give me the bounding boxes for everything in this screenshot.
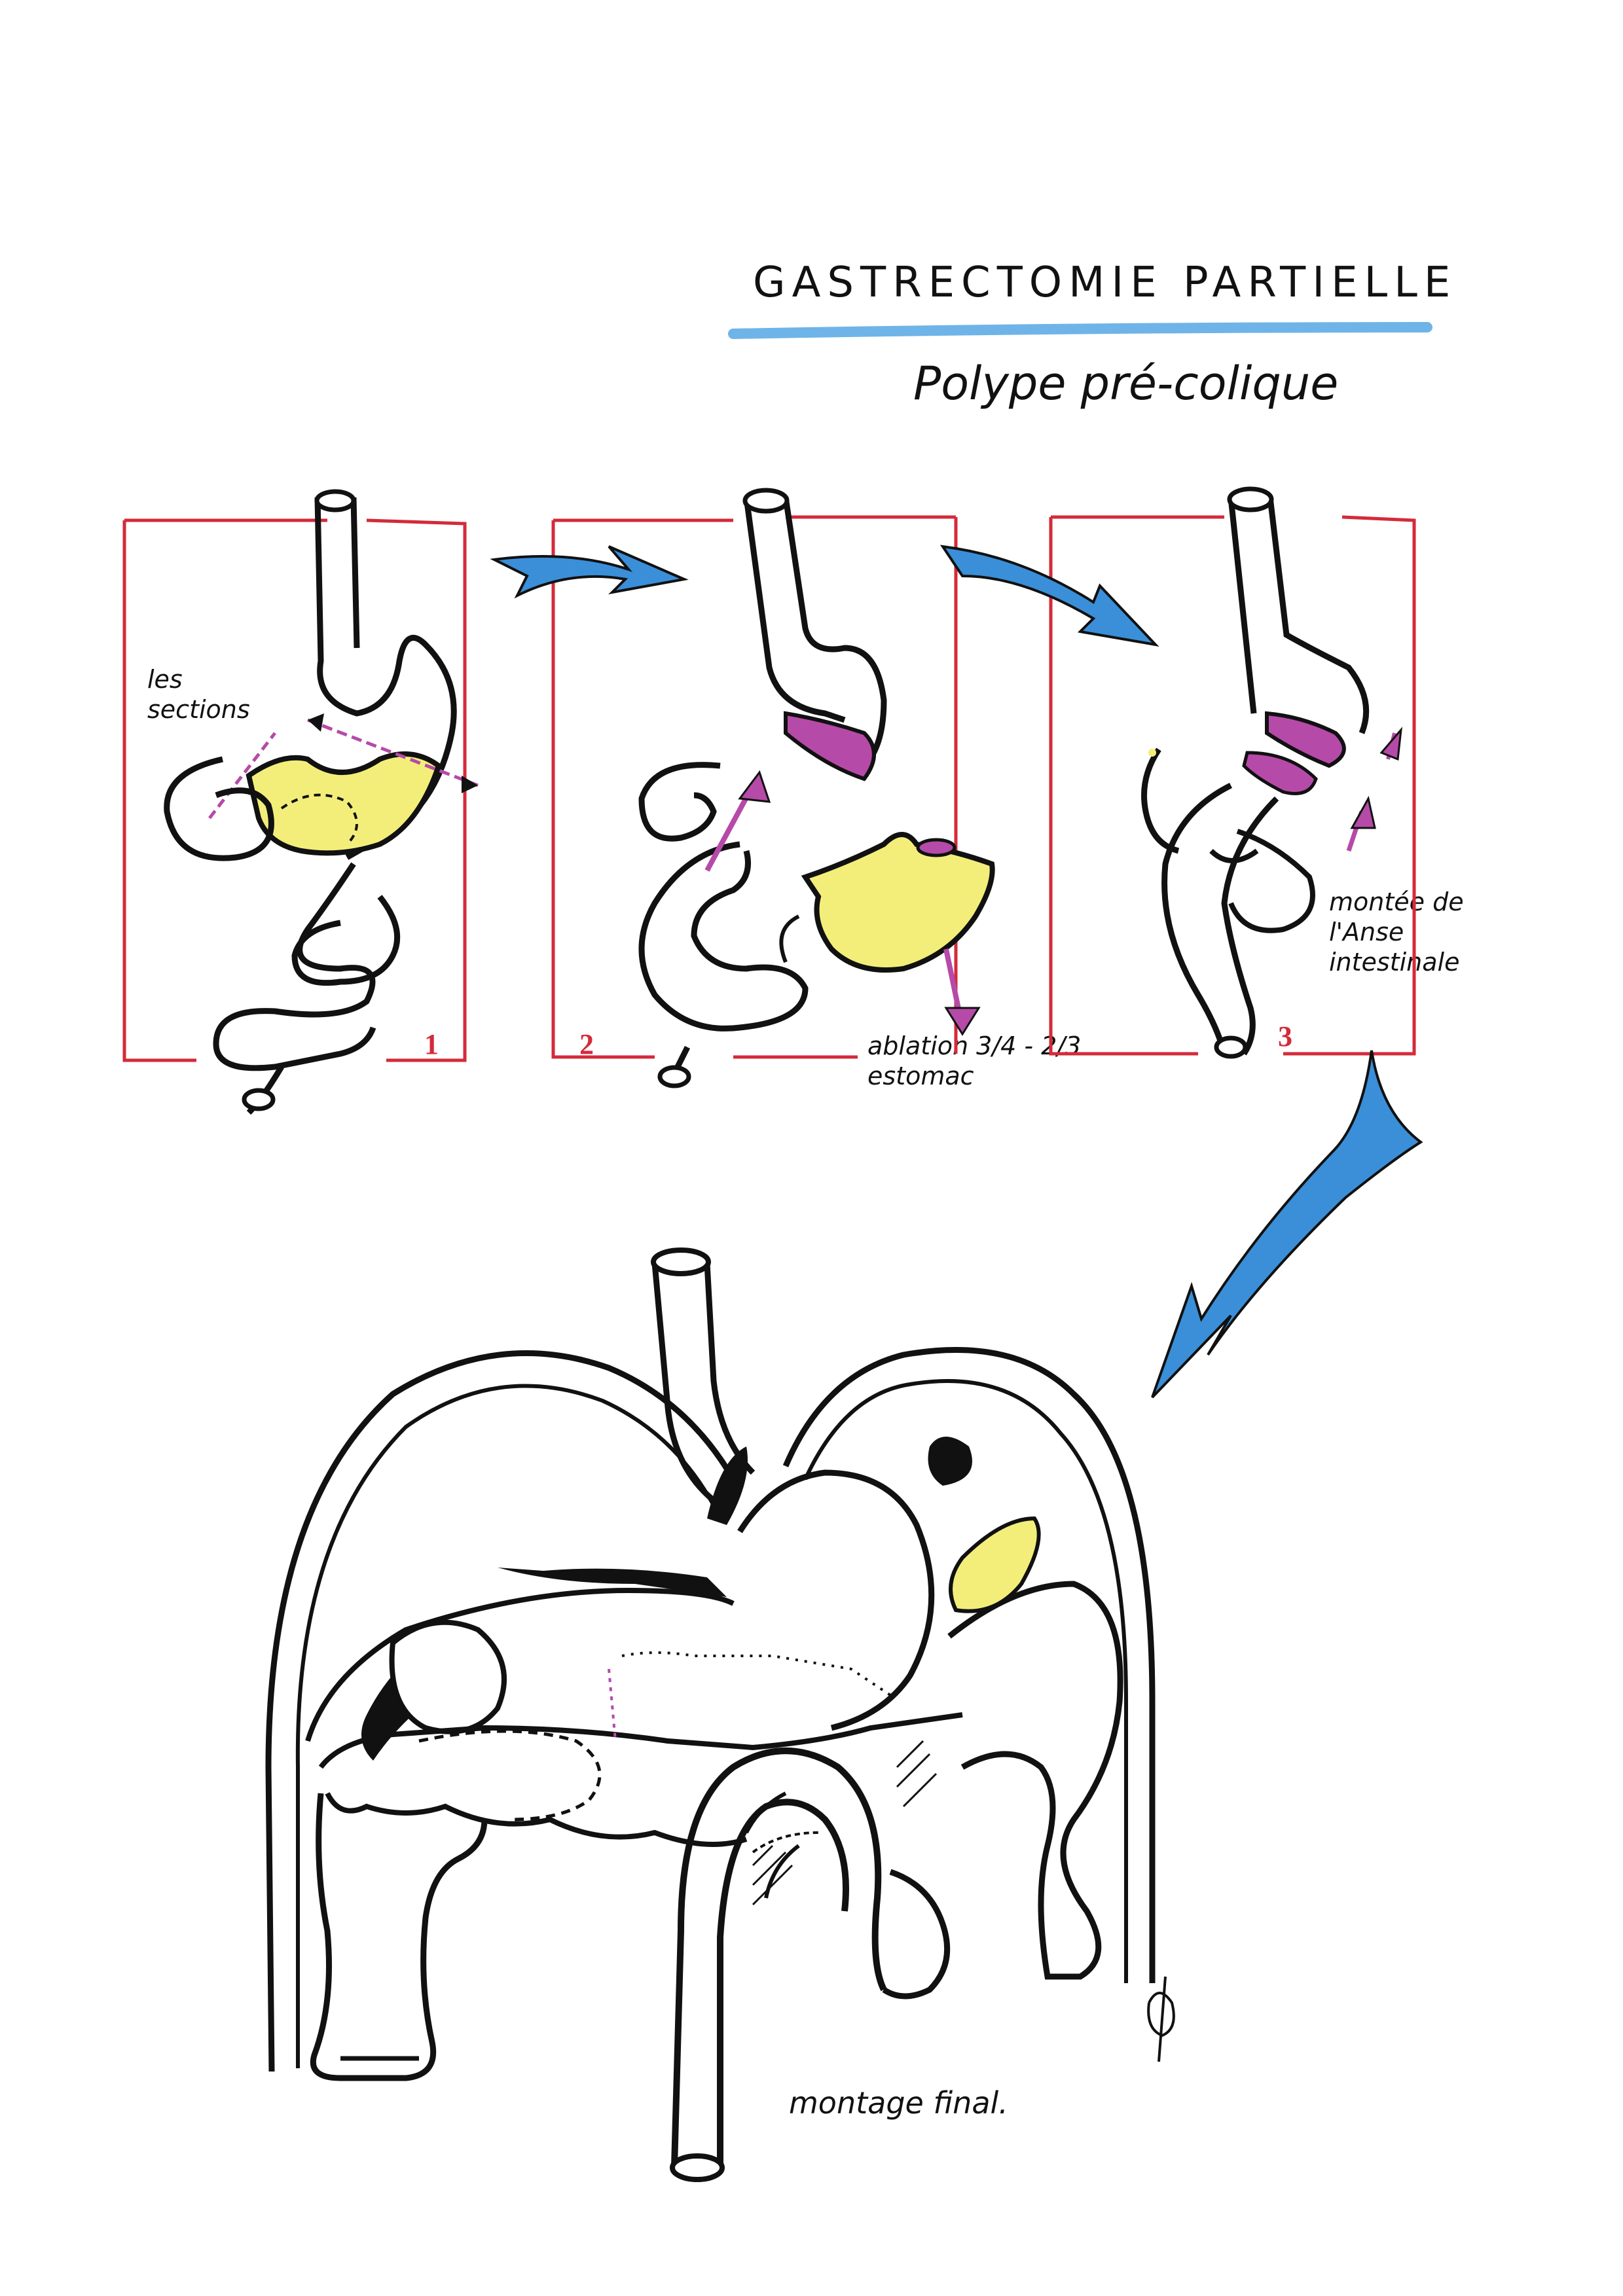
page-subtitle: Polype pré-colique [913,357,1339,410]
panel3-drawing [1141,486,1403,1059]
final-assembly-drawing [265,1247,1175,2182]
final-caption: montage final. [789,2085,1008,2121]
panel2-drawing [638,488,995,1088]
page-title: GASTRECTOMIE PARTIELLE [753,259,1457,307]
panel1-frame [122,518,467,1062]
panel2-annotation: ablation 3/4 - 2/3 estomac [867,1031,1082,1090]
flow-arrow-1 [490,545,689,599]
title-underline [728,322,1432,339]
panel-frames [122,515,1416,1062]
panel2-frame [551,515,958,1059]
panel3-frame [1049,515,1416,1056]
panel3-number: 3 [1278,1020,1292,1052]
panel3-annotation: montée de l'Anse intestinale [1329,888,1464,977]
panel2-number: 2 [579,1028,594,1060]
panel1-drawing [164,489,479,1115]
flow-arrow-2 [939,545,1159,647]
panel1-annotation: les sections [147,665,250,724]
panel1-number: 1 [424,1028,439,1060]
flow-arrows [490,545,1423,1399]
flow-arrow-3 [1151,1050,1423,1399]
